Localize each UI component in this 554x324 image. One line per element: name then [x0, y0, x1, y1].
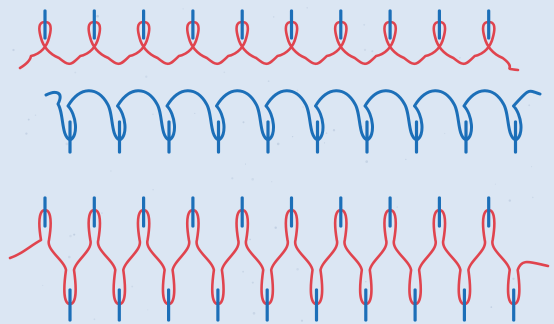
double-thread-path [8, 208, 550, 306]
speckle [152, 113, 154, 116]
speckle [93, 318, 96, 321]
speckle [274, 226, 277, 229]
speckle [223, 71, 226, 74]
speckle [73, 233, 76, 236]
speckle [405, 158, 407, 161]
speckle [272, 16, 275, 18]
speckle [325, 132, 328, 134]
speckle [152, 189, 154, 191]
bottom-row-double-loop-stitch [8, 196, 550, 322]
top-row-loop-stitch [18, 9, 520, 72]
speckle [291, 135, 294, 138]
speckle [249, 238, 251, 241]
speckle [296, 89, 299, 92]
middle-row-loop-stitch [44, 89, 542, 154]
speckle [532, 196, 534, 199]
speckle [147, 309, 149, 311]
speckle [242, 121, 245, 124]
speckle [182, 8, 184, 10]
speckle [34, 114, 37, 116]
speckle [365, 280, 367, 283]
speckle [302, 106, 304, 108]
speckle [271, 181, 273, 183]
speckle [508, 199, 512, 202]
speckle [251, 281, 254, 284]
speckle [459, 56, 461, 59]
speckle [194, 112, 196, 114]
speckle [531, 166, 533, 168]
speckle [69, 234, 72, 238]
lower-thread-path [44, 89, 542, 142]
speckle [251, 177, 255, 181]
speckle [101, 212, 103, 214]
speckle [96, 14, 99, 18]
speckle [396, 206, 398, 208]
speckle [371, 50, 374, 53]
speckle [65, 142, 69, 146]
speckle [490, 306, 493, 308]
speckle [296, 267, 299, 271]
upper-thread-path [18, 20, 520, 72]
speckle [267, 80, 270, 83]
speckle [444, 132, 446, 135]
speckle [512, 277, 515, 280]
speckle [131, 285, 134, 288]
speckle [306, 7, 308, 9]
speckle [244, 163, 247, 165]
speckle [276, 142, 280, 146]
speckle [145, 75, 148, 78]
speckle [110, 170, 112, 172]
speckle [363, 23, 366, 26]
speckle [300, 319, 304, 322]
speckle [528, 104, 531, 107]
speckle [231, 177, 234, 180]
speckle [494, 183, 496, 185]
speckle [365, 160, 369, 163]
speckle [363, 48, 367, 52]
speckle [42, 284, 44, 287]
speckle [242, 270, 245, 273]
speckle [74, 71, 77, 74]
speckle [323, 142, 326, 144]
speckle [12, 48, 15, 52]
speckle [27, 118, 30, 121]
speckle [25, 132, 28, 135]
paper-speckles [12, 7, 534, 322]
speckle [252, 312, 256, 315]
speckle [332, 129, 336, 132]
speckle [67, 255, 71, 259]
